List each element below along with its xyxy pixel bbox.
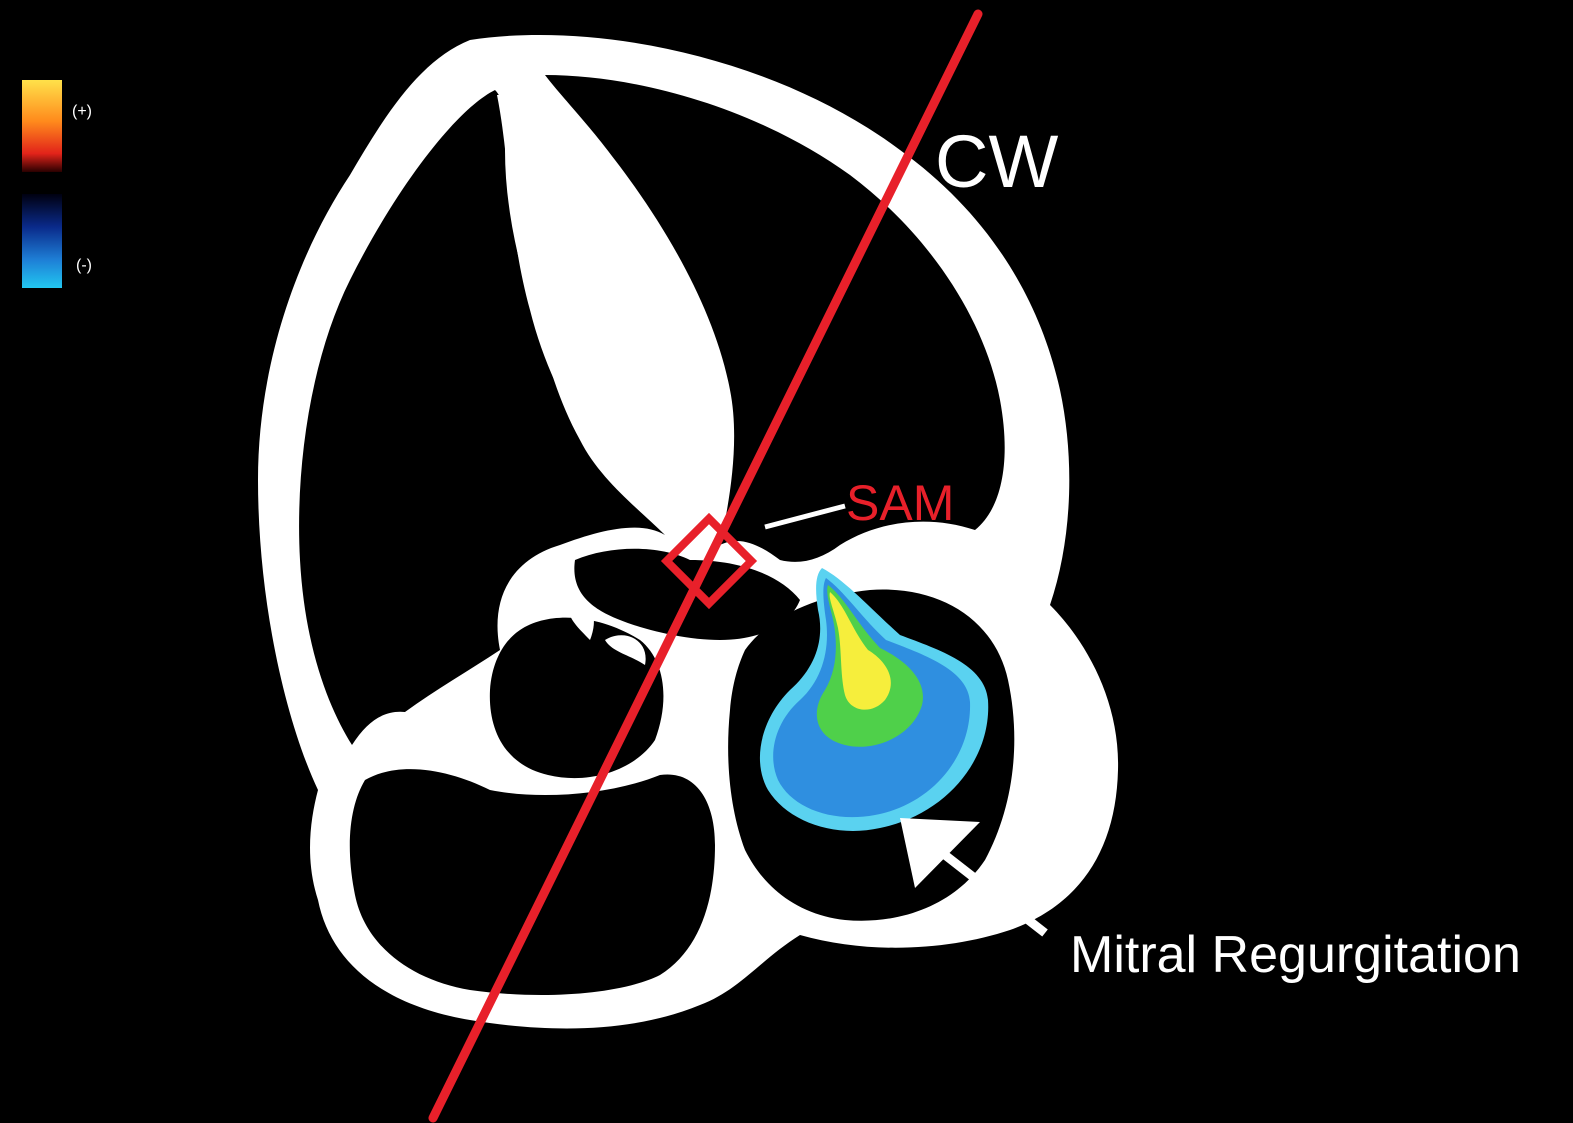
legend-negative-label: (-) (76, 257, 92, 274)
cw-label: CW (935, 120, 1058, 203)
left-atrium-cavity (350, 769, 715, 995)
legend-positive-bar (22, 80, 62, 172)
legend-negative-bar (22, 194, 62, 288)
legend-positive-label: (+) (72, 103, 92, 120)
sam-label: SAM (846, 475, 954, 531)
mitral-regurgitation-label: Mitral Regurgitation (1070, 926, 1521, 984)
